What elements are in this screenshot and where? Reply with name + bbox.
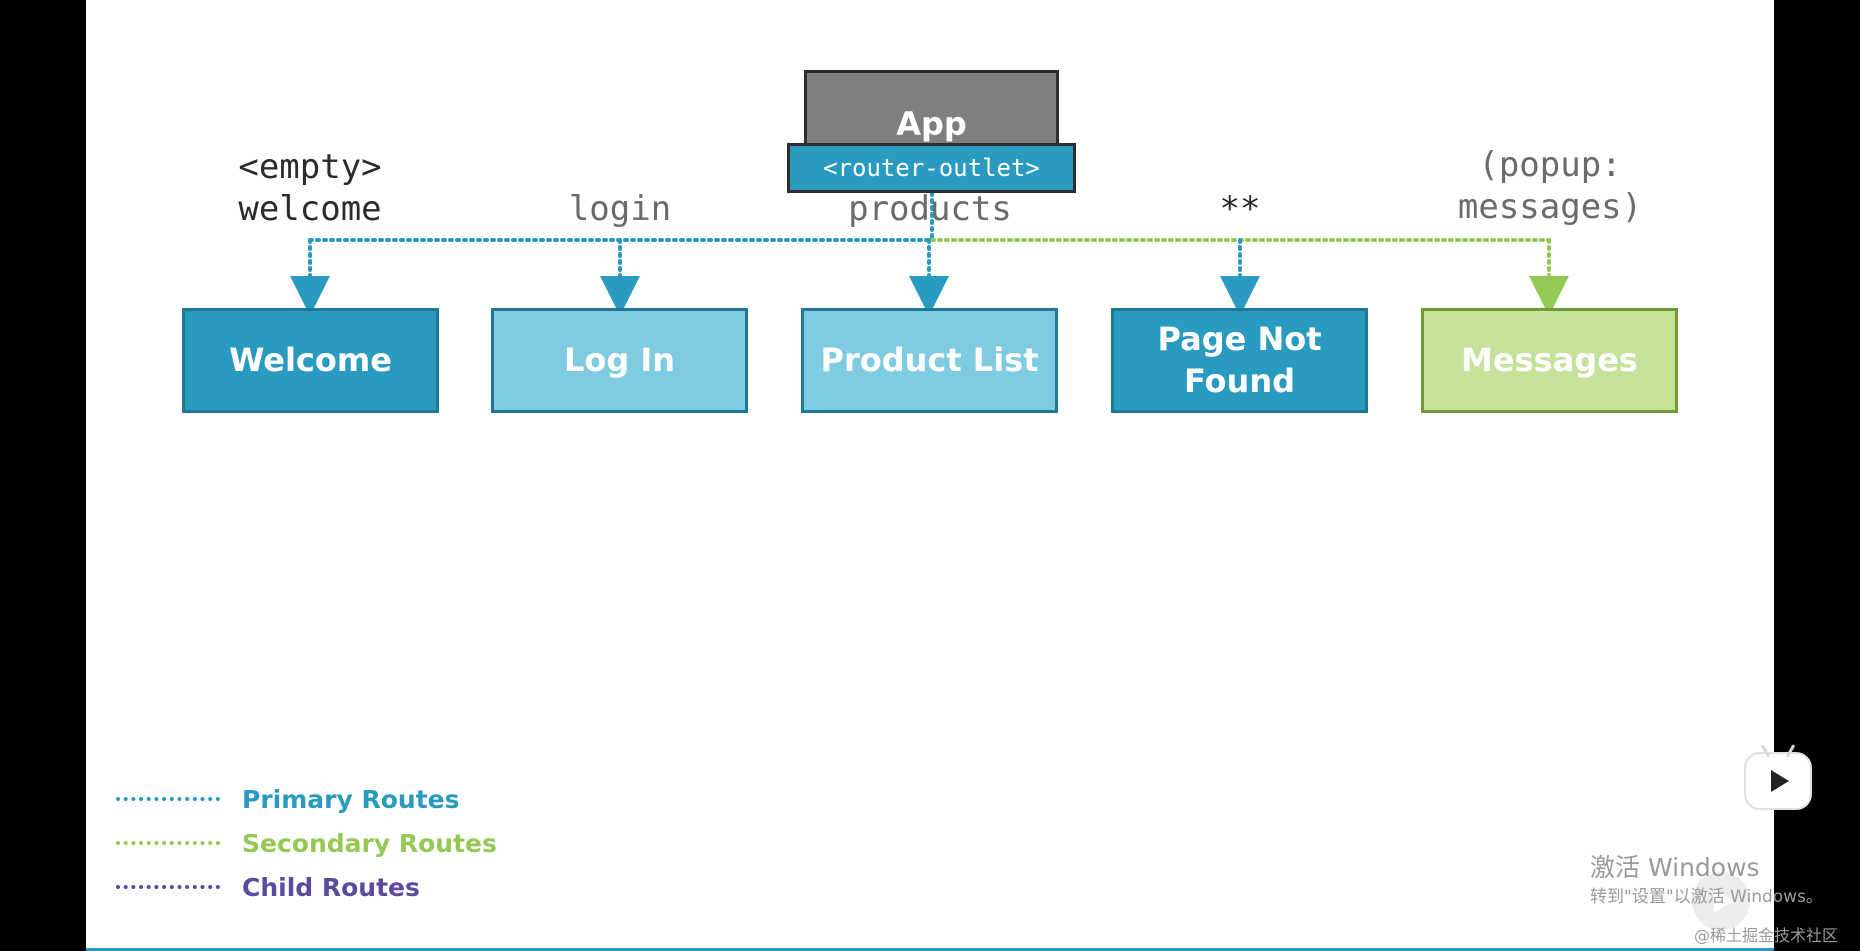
legend-secondary: Secondary Routes <box>116 828 497 858</box>
component-label: Welcome <box>229 340 392 379</box>
route-path-line2: messages) <box>1457 187 1643 227</box>
route-path-login: login <box>520 188 720 230</box>
center-play-icon[interactable] <box>1692 872 1750 930</box>
legend-label: Secondary Routes <box>242 828 497 858</box>
legend-label: Child Routes <box>242 872 420 902</box>
activation-watermark-subtitle: 转到"设置"以激活 Windows。 <box>1590 887 1823 907</box>
route-path-wildcard: ** <box>1180 188 1300 230</box>
play-button[interactable] <box>1744 752 1812 810</box>
route-path-line2: login <box>568 189 672 229</box>
component-label: Page Not Found <box>1157 319 1322 400</box>
component-label: Messages <box>1461 340 1638 379</box>
legend-swatch-child <box>116 885 220 889</box>
router-outlet-label: <router-outlet> <box>823 154 1040 182</box>
route-path-line1: (popup: <box>1478 145 1622 185</box>
welcome-component-box: Welcome <box>182 308 439 413</box>
route-path-line1: <empty> <box>238 147 382 187</box>
route-path-line2: welcome <box>238 189 382 229</box>
page-not-found-component-box: Page Not Found <box>1111 308 1368 413</box>
play-icon <box>1771 770 1789 792</box>
router-outlet-box: <router-outlet> <box>787 143 1076 193</box>
route-path-products: products <box>830 188 1030 230</box>
route-path-line2: products <box>848 189 1012 229</box>
route-path-welcome: <empty> welcome <box>236 146 384 230</box>
login-component-box: Log In <box>491 308 748 413</box>
messages-component-box: Messages <box>1421 308 1678 413</box>
component-label: Log In <box>563 340 676 379</box>
legend-swatch-secondary <box>116 841 220 845</box>
product-list-component-box: Product List <box>801 308 1058 413</box>
legend-swatch-primary <box>116 797 220 801</box>
route-path-line2: ** <box>1219 189 1261 229</box>
route-path-popup: (popup: messages) <box>1440 144 1660 228</box>
app-component-box: App <box>804 70 1059 150</box>
primary-connectors <box>290 191 1551 316</box>
activation-watermark-title: 激活 Windows <box>1590 853 1760 882</box>
component-label: Product List <box>820 340 1039 379</box>
app-title: App <box>896 105 967 143</box>
progress-strip <box>86 948 1774 951</box>
legend-child: Child Routes <box>116 872 420 902</box>
source-credit: @稀土掘金技术社区 <box>1694 926 1839 945</box>
legend-label: Primary Routes <box>242 784 460 814</box>
legend-primary: Primary Routes <box>116 784 459 814</box>
